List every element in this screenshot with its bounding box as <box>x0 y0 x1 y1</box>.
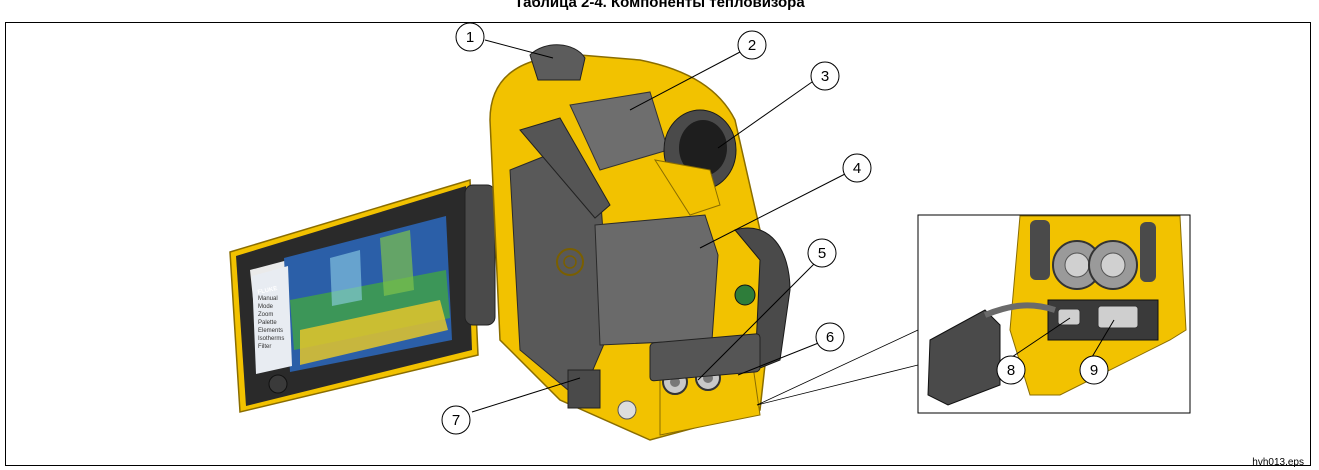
connector-panel <box>649 333 761 436</box>
screen-menu-item: Manual <box>258 296 278 302</box>
figure-caption: Таблица 2-4. Компоненты тепловизора <box>514 0 805 11</box>
screen-hinge <box>464 184 496 326</box>
top-button <box>529 44 586 81</box>
screen-menu-item: Elements <box>258 328 283 334</box>
svg-text:3: 3 <box>821 68 829 85</box>
callout-9: 9 <box>1079 355 1109 385</box>
usb-port-icon <box>1057 308 1081 326</box>
svg-text:9: 9 <box>1090 362 1098 379</box>
eyepiece <box>653 109 737 216</box>
screen-brand: FLUKE <box>257 286 278 296</box>
callout-5: 5 <box>807 238 837 268</box>
screen-menu-item: Palette <box>258 320 277 326</box>
callout-2: 2 <box>737 30 767 60</box>
callouts: 1 2 3 4 5 6 7 8 <box>441 22 1109 435</box>
svg-text:6: 6 <box>826 329 834 346</box>
callout-8: 8 <box>996 355 1026 385</box>
callout-7: 7 <box>441 405 471 435</box>
callout-leaders <box>471 39 1115 413</box>
svg-text:7: 7 <box>452 412 460 429</box>
screen-menu-item: Isotherms <box>258 336 284 342</box>
svg-text:5: 5 <box>818 245 826 262</box>
camera-body <box>489 44 791 441</box>
screen-menu: Manual Mode Zoom Palette Elements Isothe… <box>258 296 284 350</box>
svg-text:4: 4 <box>853 160 861 177</box>
label-plate <box>567 369 601 409</box>
hdmi-port-icon <box>1097 305 1139 329</box>
figure-frame: hvh013.eps <box>5 22 1311 468</box>
speaker-grille-icon <box>556 248 584 276</box>
screen-menu-item: Mode <box>258 304 274 310</box>
lcd-screen-assembly: FLUKE Manual Mode Zoom Palette Elements … <box>229 112 479 413</box>
callout-3: 3 <box>810 61 840 91</box>
callout-1: 1 <box>455 22 485 52</box>
callout-6: 6 <box>815 322 845 352</box>
svg-text:1: 1 <box>466 29 474 46</box>
svg-text:8: 8 <box>1007 362 1015 379</box>
battery <box>594 214 719 346</box>
screen-menu-item: Zoom <box>258 312 273 318</box>
inset-detail <box>756 214 1191 414</box>
callout-4: 4 <box>842 153 872 183</box>
svg-text:2: 2 <box>748 37 756 54</box>
file-reference: hvh013.eps <box>1252 457 1304 468</box>
screen-menu-item: Filter <box>258 344 271 350</box>
